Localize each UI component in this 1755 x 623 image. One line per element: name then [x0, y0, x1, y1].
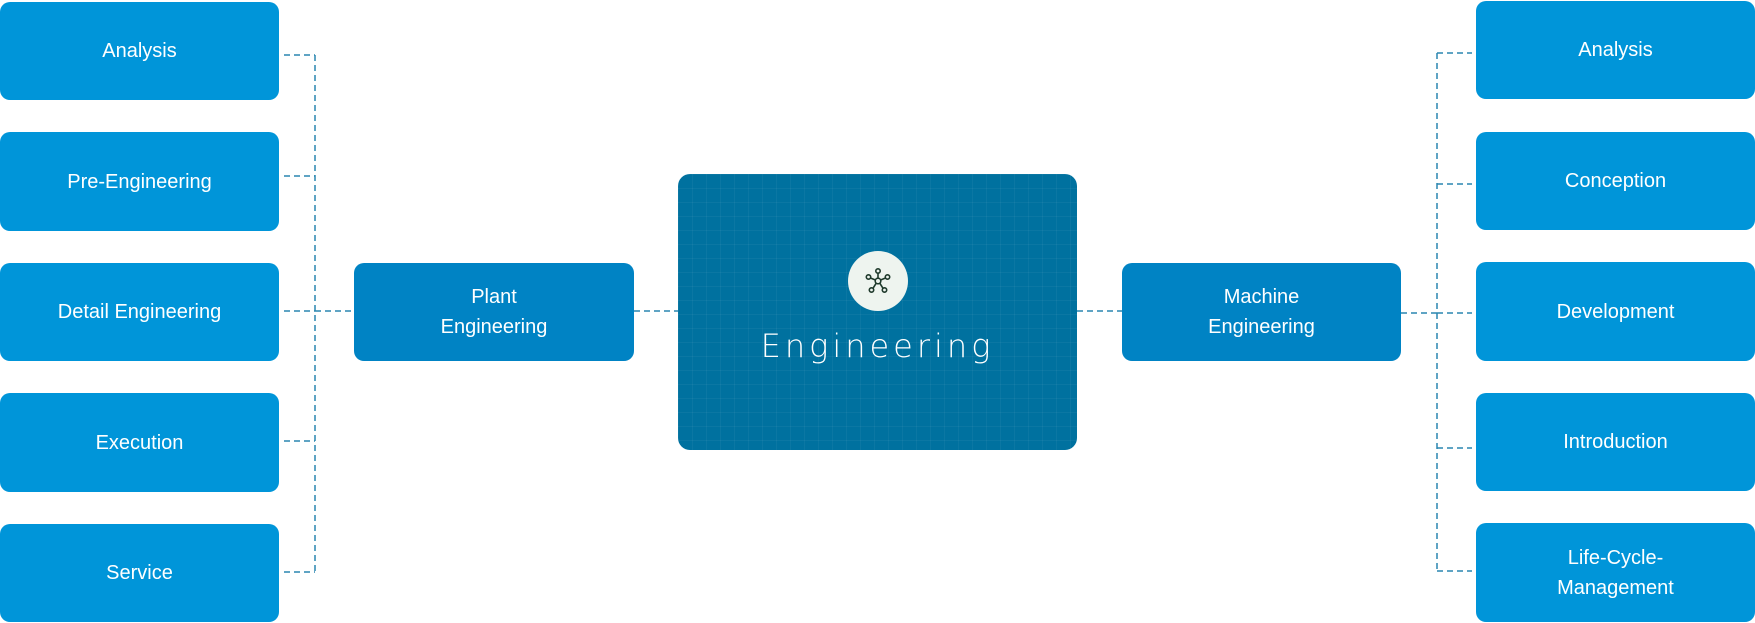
left-item-label: Execution [95, 431, 184, 454]
machine-engineering-label: Machine Engineering [1208, 286, 1315, 338]
right-item-life-cycle-management: Life-Cycle- Management [1476, 523, 1755, 622]
right-item-conception: Conception [1476, 132, 1755, 230]
left-item-execution: Execution [0, 393, 279, 492]
machine-engineering-node: Machine Engineering [1122, 263, 1401, 361]
engineering-center-node: Engineering [678, 174, 1077, 450]
left-item-pre-engineering: Pre-Engineering [0, 132, 279, 231]
plant-engineering-node: Plant Engineering [354, 263, 634, 361]
network-nodes-icon [847, 251, 908, 311]
right-item-label: Analysis [1578, 39, 1653, 61]
plant-engineering-label: Plant Engineering [440, 286, 548, 338]
right-item-label: Development [1556, 300, 1675, 323]
center-title: Engineering [760, 327, 995, 365]
left-item-label: Service [106, 562, 173, 584]
right-item-analysis: Analysis [1476, 1, 1755, 99]
right-item-label: Introduction [1563, 431, 1668, 453]
left-item-analysis: Analysis [0, 2, 279, 100]
left-item-label: Analysis [102, 40, 177, 62]
left-item-label: Pre-Engineering [67, 170, 212, 193]
left-item-detail-engineering: Detail Engineering [0, 263, 279, 361]
right-item-development: Development [1476, 262, 1755, 361]
right-item-introduction: Introduction [1476, 393, 1755, 491]
right-item-label: Life-Cycle- Management [1557, 546, 1674, 599]
left-item-label: Detail Engineering [57, 301, 222, 323]
right-item-label: Conception [1564, 170, 1667, 192]
left-item-service: Service [0, 524, 279, 622]
